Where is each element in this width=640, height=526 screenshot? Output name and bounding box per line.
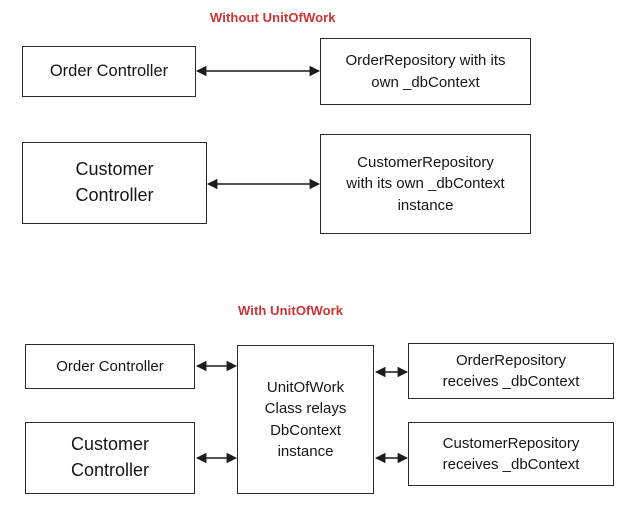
node-customer-repository[interactable]: CustomerRepository with its own _dbConte…: [320, 134, 531, 234]
node-uow-order-controller[interactable]: Order Controller: [25, 344, 195, 389]
node-uow-order-repository-label: OrderRepository receives _dbContext: [442, 351, 580, 390]
node-customer-controller-label: Customer Controller: [75, 159, 154, 205]
node-order-repository-label: OrderRepository with its own _dbContext: [345, 52, 506, 91]
node-uow-customer-controller-label: Customer Controller: [70, 434, 150, 480]
node-uow-order-repository[interactable]: OrderRepository receives _dbContext: [408, 343, 614, 399]
node-uow-customer-repository[interactable]: CustomerRepository receives _dbContext: [408, 422, 614, 486]
node-uow-order-controller-label: Order Controller: [56, 357, 164, 375]
section-title-without-unitofwork: Without UnitOfWork: [210, 10, 336, 25]
node-order-controller-label: Order Controller: [49, 61, 169, 80]
node-unitofwork-class-label: UnitOfWork Class relays DbContext instan…: [264, 378, 347, 460]
node-unitofwork-class[interactable]: UnitOfWork Class relays DbContext instan…: [237, 345, 374, 494]
node-uow-customer-repository-label: CustomerRepository receives _dbContext: [442, 434, 580, 473]
node-uow-customer-controller[interactable]: Customer Controller: [25, 422, 195, 494]
node-customer-controller[interactable]: Customer Controller: [22, 142, 207, 224]
node-order-controller[interactable]: Order Controller: [22, 46, 196, 97]
node-order-repository[interactable]: OrderRepository with its own _dbContext: [320, 38, 531, 105]
section-title-with-unitofwork: With UnitOfWork: [238, 303, 344, 318]
node-customer-repository-label: CustomerRepository with its own _dbConte…: [346, 154, 505, 214]
